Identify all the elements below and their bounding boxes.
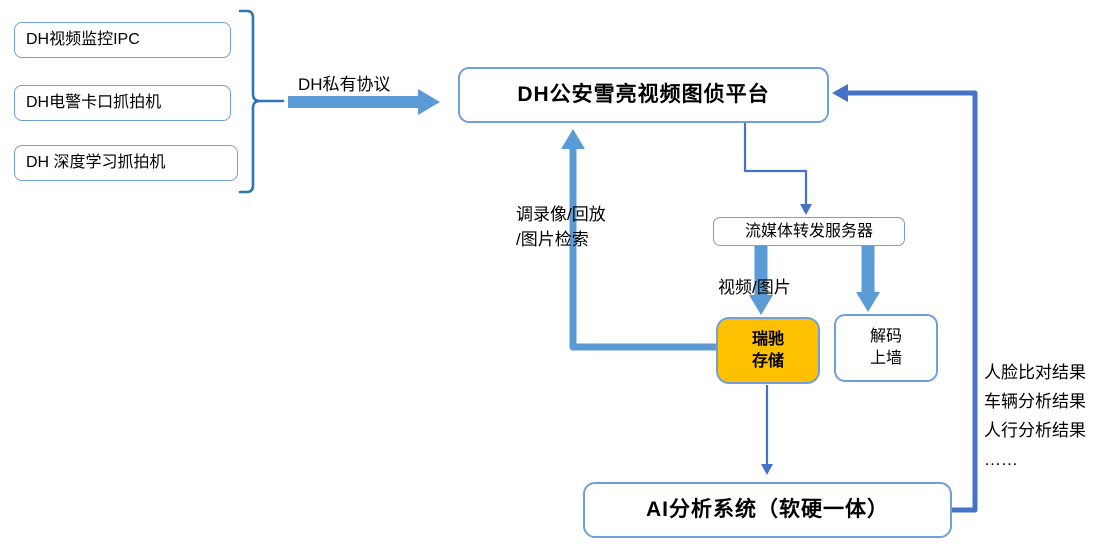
label-result-pedestrian: 人行分析结果 bbox=[984, 421, 1086, 440]
label-protocol: DH私有协议 bbox=[298, 75, 391, 94]
node-platform-label: DH公安雪亮视频图侦平台 bbox=[517, 83, 770, 107]
node-storage-label-line1: 瑞驰 bbox=[751, 330, 784, 348]
node-dh-checkpoint-camera: DH电警卡口抓拍机 bbox=[14, 85, 231, 121]
arrow-storage-to-platform bbox=[561, 129, 716, 351]
node-decode-wall-label-line1: 解码 bbox=[869, 328, 902, 346]
node-media-server: 流媒体转发服务器 bbox=[713, 217, 905, 246]
node-decode-wall: 解码 上墙 bbox=[834, 314, 938, 382]
node-media-server-label: 流媒体转发服务器 bbox=[744, 222, 873, 240]
node-dh-deep-learning-camera: DH 深度学习抓拍机 bbox=[14, 145, 238, 181]
node-dh-ipc-label: DH视频监控IPC bbox=[26, 31, 140, 49]
node-dh-ipc: DH视频监控IPC bbox=[14, 22, 231, 58]
label-video-picture: 视频/图片 bbox=[718, 278, 791, 297]
label-analysis-results: 人脸比对结果 车辆分析结果 人行分析结果 …… bbox=[984, 358, 1086, 474]
label-result-ellipsis: …… bbox=[984, 450, 1018, 469]
connector-ai-to-platform bbox=[832, 84, 978, 513]
label-retrieve: 调录像/回放 /图片检索 bbox=[516, 202, 606, 252]
label-result-face: 人脸比对结果 bbox=[984, 363, 1086, 382]
node-storage-label-line2: 存储 bbox=[751, 352, 784, 370]
node-storage: 瑞驰 存储 bbox=[716, 317, 820, 384]
node-dh-checkpoint-camera-label: DH电警卡口抓拍机 bbox=[26, 94, 162, 112]
node-ai-system: AI分析系统（软硬一体） bbox=[583, 482, 952, 538]
node-platform: DH公安雪亮视频图侦平台 bbox=[458, 67, 829, 123]
node-ai-system-label: AI分析系统（软硬一体） bbox=[646, 498, 889, 522]
label-retrieve-line1: 调录像/回放 bbox=[516, 205, 606, 224]
connector-platform-to-media-server bbox=[743, 123, 812, 215]
node-decode-wall-label-line2: 上墙 bbox=[869, 350, 902, 367]
node-dh-deep-learning-camera-label: DH 深度学习抓拍机 bbox=[26, 154, 166, 172]
label-result-vehicle: 车辆分析结果 bbox=[984, 392, 1086, 411]
source-group-bracket bbox=[238, 9, 285, 194]
label-retrieve-line2: /图片检索 bbox=[516, 230, 589, 249]
